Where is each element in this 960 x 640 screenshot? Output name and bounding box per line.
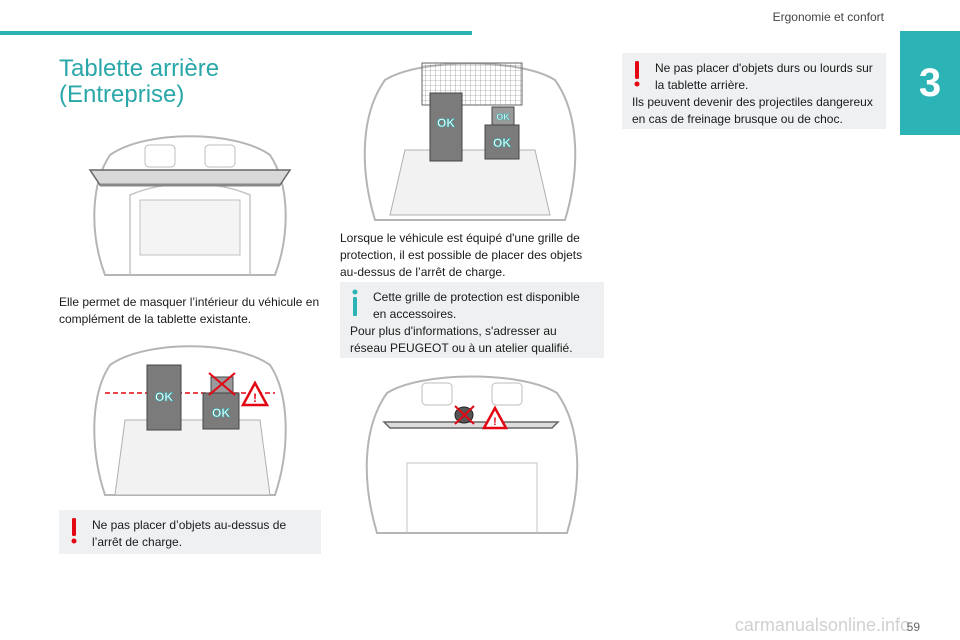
middle-info-note: Cette grille de protection est disponibl… [340, 282, 604, 358]
right-warning-line1: Ne pas placer d'objets durs ou lourds su… [655, 61, 873, 92]
chapter-tab: 3 [900, 31, 960, 135]
middle-info-line2: Pour plus d'informations, s'adresser au … [350, 324, 573, 355]
left-warning-text: Ne pas placer d’objets au-dessus de l’ar… [92, 518, 287, 549]
ok-label: OK [493, 136, 511, 150]
info-icon [350, 289, 360, 322]
watermark: carmanualsonline.info [734, 615, 910, 635]
left-paragraph: Elle permet de masquer l’intérieur du vé… [59, 295, 320, 326]
header-title: Ergonomie et confort [772, 10, 884, 24]
section-title: Tablette arrière (Entreprise) [59, 55, 220, 108]
ok-label: OK [212, 406, 230, 420]
middle-info-line1: Cette grille de protection est disponibl… [373, 290, 580, 321]
warning-icon [69, 517, 79, 550]
right-warning-note: Ne pas placer d'objets durs ou lourds su… [622, 53, 886, 129]
left-warning-note: Ne pas placer d’objets au-dessus de l’ar… [59, 510, 321, 554]
right-warning-line2: Ils peuvent devenir des projectiles dang… [632, 95, 873, 126]
figure-protection-grille: OK OK OK [360, 55, 580, 225]
ok-label: OK [496, 112, 510, 122]
ok-label: OK [437, 116, 455, 130]
svg-text:!: ! [253, 391, 257, 405]
ok-label: OK [155, 390, 173, 404]
page-number: 59 [906, 620, 920, 634]
figure-shelf-object-warning: ! [362, 368, 582, 538]
figure-load-forbidden: ! OK OK [85, 335, 295, 500]
top-accent-bar [0, 31, 472, 35]
svg-text:!: ! [493, 416, 497, 428]
middle-paragraph: Lorsque le véhicule est équipé d'une gri… [340, 231, 583, 279]
figure-rear-shelf [85, 125, 295, 280]
warning-icon [632, 60, 642, 93]
